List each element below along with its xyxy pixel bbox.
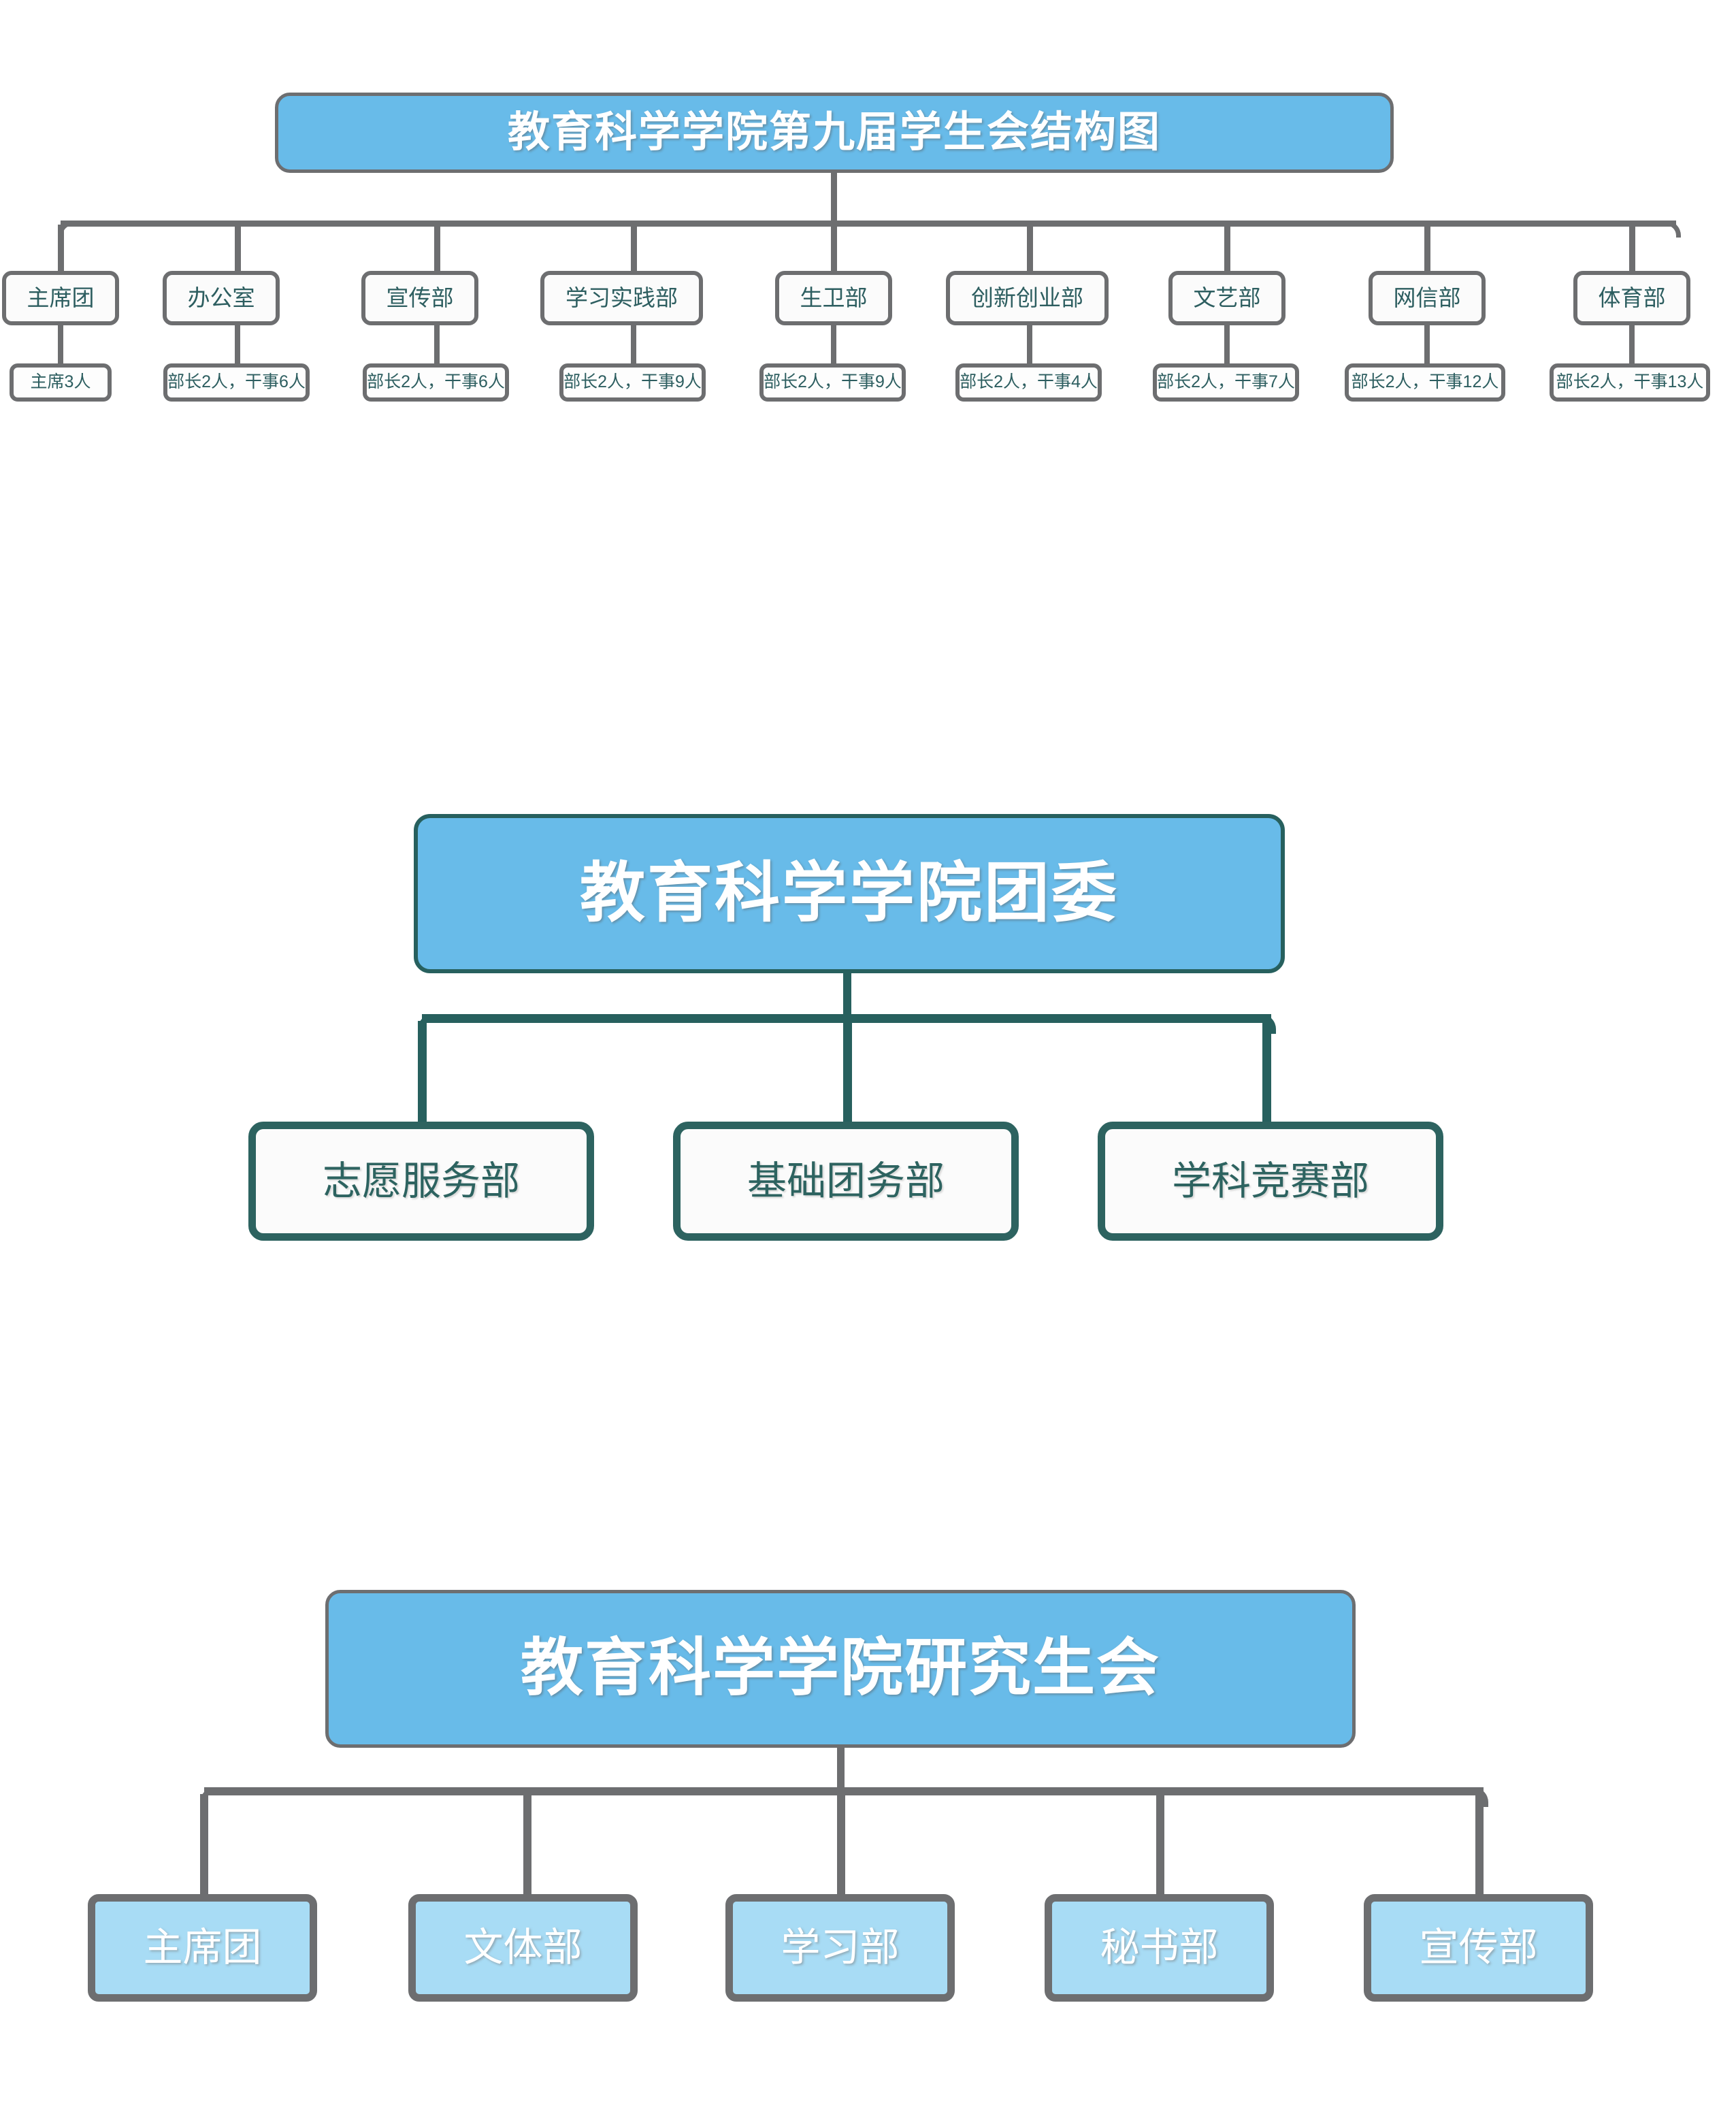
connector-detail-drop-6 (1224, 325, 1230, 366)
dept-detail-5: 部长2人，干事4人 (955, 363, 1102, 402)
dept-detail-6: 部长2人，干事7人 (1153, 363, 1299, 402)
connector-drop-gu-4 (1475, 1794, 1484, 1896)
connector-stem-graduate-union (837, 1748, 845, 1791)
connector-drop-7 (1424, 225, 1430, 271)
dept-box-8[interactable]: 体育部 (1573, 271, 1690, 325)
connector-corner-right-youth-league (1256, 1014, 1276, 1034)
graduate-union-title: 教育科学学院研究生会 (325, 1590, 1356, 1748)
dept-box-4[interactable]: 生卫部 (775, 271, 892, 325)
connector-detail-drop-3 (631, 325, 636, 366)
connector-stem-student-union (831, 173, 837, 223)
connector-drop-gu-0 (200, 1794, 208, 1896)
youth-league-dept-1[interactable]: 基础团务部 (673, 1122, 1019, 1241)
dept-box-3[interactable]: 学习实践部 (540, 271, 703, 325)
connector-drop-yl-2 (1262, 1021, 1271, 1123)
connector-drop-2 (434, 225, 440, 271)
dept-box-1[interactable]: 办公室 (163, 271, 280, 325)
dept-detail-1: 部长2人，干事6人 (163, 363, 310, 402)
connector-drop-gu-3 (1156, 1794, 1164, 1896)
dept-detail-4: 部长2人，干事9人 (759, 363, 906, 402)
dept-detail-0: 主席3人 (10, 363, 112, 402)
graduate-union-dept-3[interactable]: 秘书部 (1045, 1894, 1274, 2002)
connector-detail-drop-7 (1424, 325, 1430, 366)
dept-box-0[interactable]: 主席团 (2, 271, 119, 325)
connector-detail-drop-0 (58, 325, 63, 366)
dept-detail-8: 部长2人，干事13人 (1550, 363, 1710, 402)
youth-league-dept-0[interactable]: 志愿服务部 (248, 1122, 594, 1241)
dept-box-5[interactable]: 创新创业部 (946, 271, 1109, 325)
dept-detail-3: 部长2人，干事9人 (559, 363, 706, 402)
connector-drop-6 (1224, 225, 1230, 271)
youth-league-title: 教育科学学院团委 (414, 814, 1285, 973)
connector-drop-1 (235, 225, 241, 271)
connector-detail-drop-1 (235, 325, 240, 366)
dept-detail-2: 部长2人，干事6人 (363, 363, 509, 402)
connector-bus-youth-league (422, 1014, 1271, 1023)
connector-bus-student-union (61, 221, 1676, 227)
connector-corner-right-student-union (1664, 221, 1681, 238)
dept-box-7[interactable]: 网信部 (1369, 271, 1486, 325)
student-union-title: 教育科学学院第九届学生会结构图 (275, 93, 1394, 173)
connector-bus-graduate-union (204, 1787, 1484, 1795)
connector-drop-4 (831, 225, 837, 271)
connector-drop-yl-0 (418, 1021, 427, 1123)
connector-detail-drop-8 (1629, 325, 1635, 366)
connector-detail-drop-4 (831, 325, 836, 366)
connector-drop-gu-1 (523, 1794, 531, 1896)
graduate-union-dept-2[interactable]: 学习部 (725, 1894, 955, 2002)
connector-drop-gu-2 (837, 1794, 845, 1896)
connector-drop-3 (631, 225, 637, 271)
graduate-union-dept-1[interactable]: 文体部 (408, 1894, 638, 2002)
dept-detail-7: 部长2人，干事12人 (1345, 363, 1505, 402)
connector-stem-youth-league (843, 973, 851, 1018)
graduate-union-dept-0[interactable]: 主席团 (88, 1894, 317, 2002)
connector-corner-right-graduate-union (1469, 1787, 1488, 1807)
graduate-union-dept-4[interactable]: 宣传部 (1364, 1894, 1593, 2002)
dept-box-2[interactable]: 宣传部 (361, 271, 478, 325)
connector-drop-8 (1629, 225, 1635, 271)
youth-league-dept-2[interactable]: 学科竞赛部 (1098, 1122, 1443, 1241)
connector-detail-drop-2 (434, 325, 440, 366)
connector-detail-drop-5 (1027, 325, 1032, 366)
dept-box-6[interactable]: 文艺部 (1168, 271, 1285, 325)
connector-drop-yl-1 (843, 1021, 852, 1123)
connector-drop-0 (58, 225, 64, 271)
connector-drop-5 (1027, 225, 1033, 271)
